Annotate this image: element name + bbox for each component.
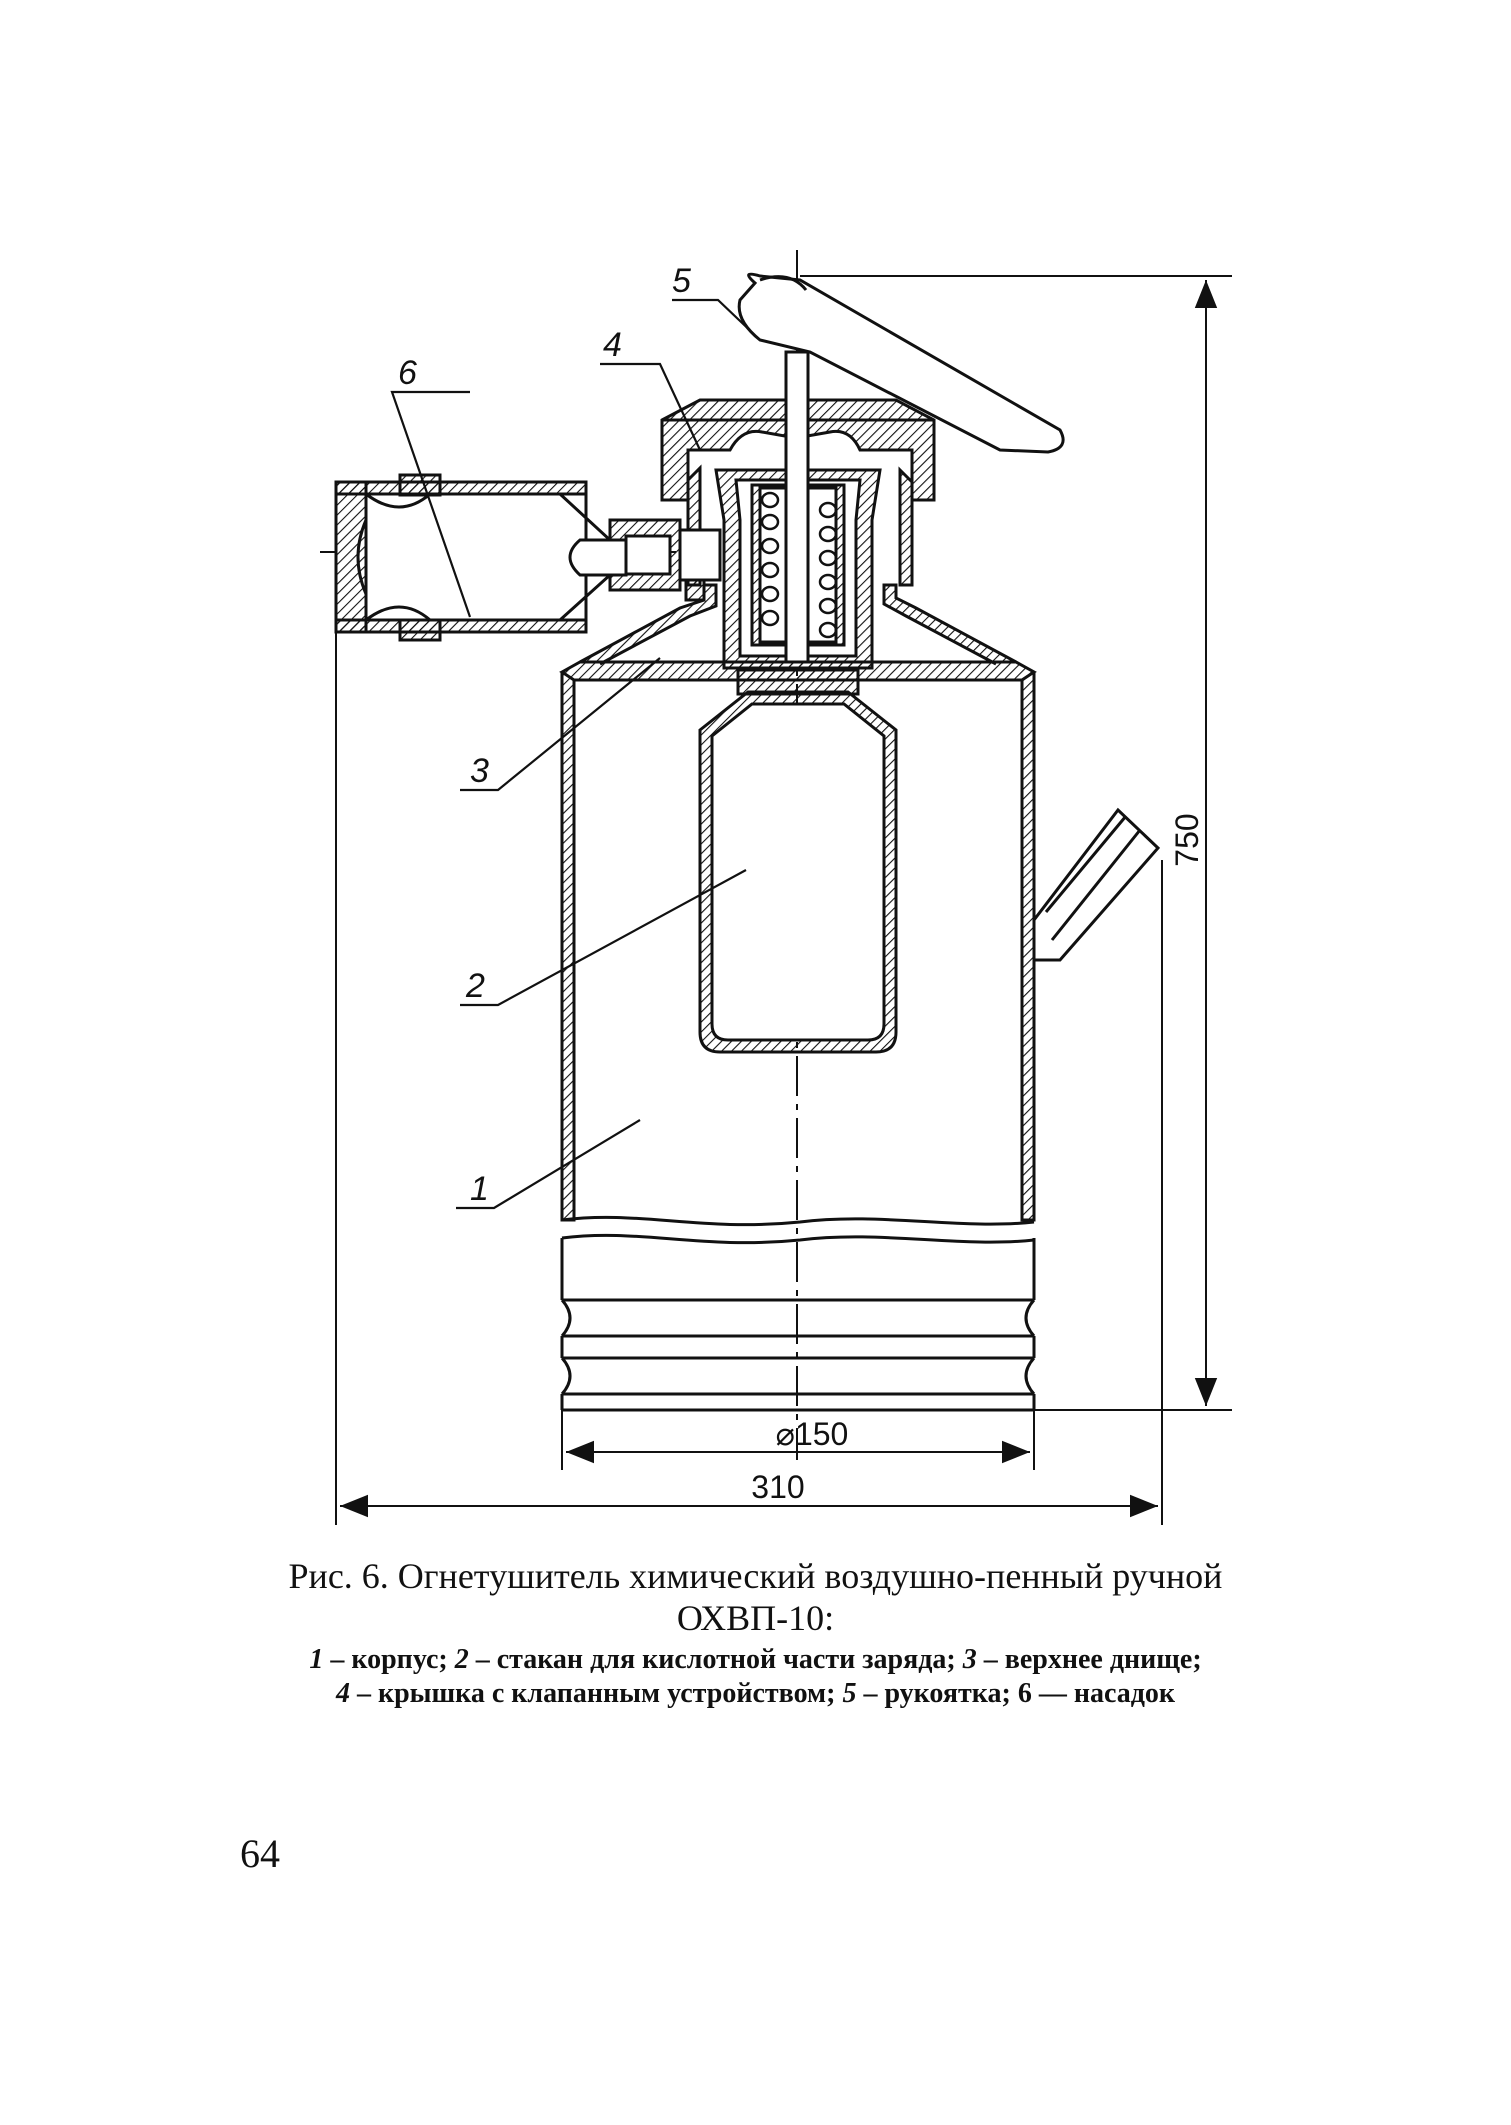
spring [760,491,838,639]
caption-legend: 1 – корпус; 2 – стакан для кислотной час… [150,1643,1361,1711]
caption-title-line2: ОХВП-10: [676,1598,835,1638]
legend-text: насадок [1073,1678,1176,1709]
valve-stem [784,350,810,664]
body-shell [559,660,1037,1412]
callout-3: 3 [470,752,489,790]
legend-text: верхнее днище; [1004,1644,1202,1675]
page-number: 64 [240,1831,280,1876]
callout-2: 2 [465,967,485,1005]
legend-line-2: 4 – крышка с клапанным устройством; 5 – … [335,1678,1176,1709]
acid-cup [698,668,898,1054]
legend-text: корпус; [351,1644,448,1675]
figure-caption: Рис. 6. Огнетушитель химический воздушно… [150,1555,1361,1711]
legend-num: 2 [454,1644,469,1675]
legend-num: 4 [335,1678,350,1709]
dim-diameter-label: ⌀150 [776,1416,849,1452]
caption-title: Рис. 6. Огнетушитель химический воздушно… [150,1555,1361,1639]
legend-num: 1 [309,1644,324,1675]
callout-6: 6 [398,354,417,392]
callout-4: 4 [603,326,622,364]
dim-width-label: 310 [751,1469,804,1505]
legend-num: 3 [962,1644,977,1675]
dim-height-label: 750 [1169,813,1205,866]
extinguisher-drawing: 6 4 5 3 2 1 750 ⌀150 310 [320,250,1232,1525]
legend-line-1: 1 – корпус; 2 – стакан для кислотной час… [309,1644,1202,1675]
legend-num: 6 [1017,1678,1032,1709]
legend-text: крышка с клапанным устройством; [377,1678,836,1709]
legend-text: стакан для кислотной части заряда; [496,1644,956,1675]
side-bracket [1032,807,1161,962]
callout-1: 1 [470,1170,489,1208]
legend-num: 5 [842,1678,857,1709]
handle [737,272,1065,454]
legend-text: рукоятка; [884,1678,1011,1709]
callout-5: 5 [672,262,691,300]
caption-title-line1: Рис. 6. Огнетушитель химический воздушно… [288,1556,1223,1596]
nozzle [334,473,722,642]
